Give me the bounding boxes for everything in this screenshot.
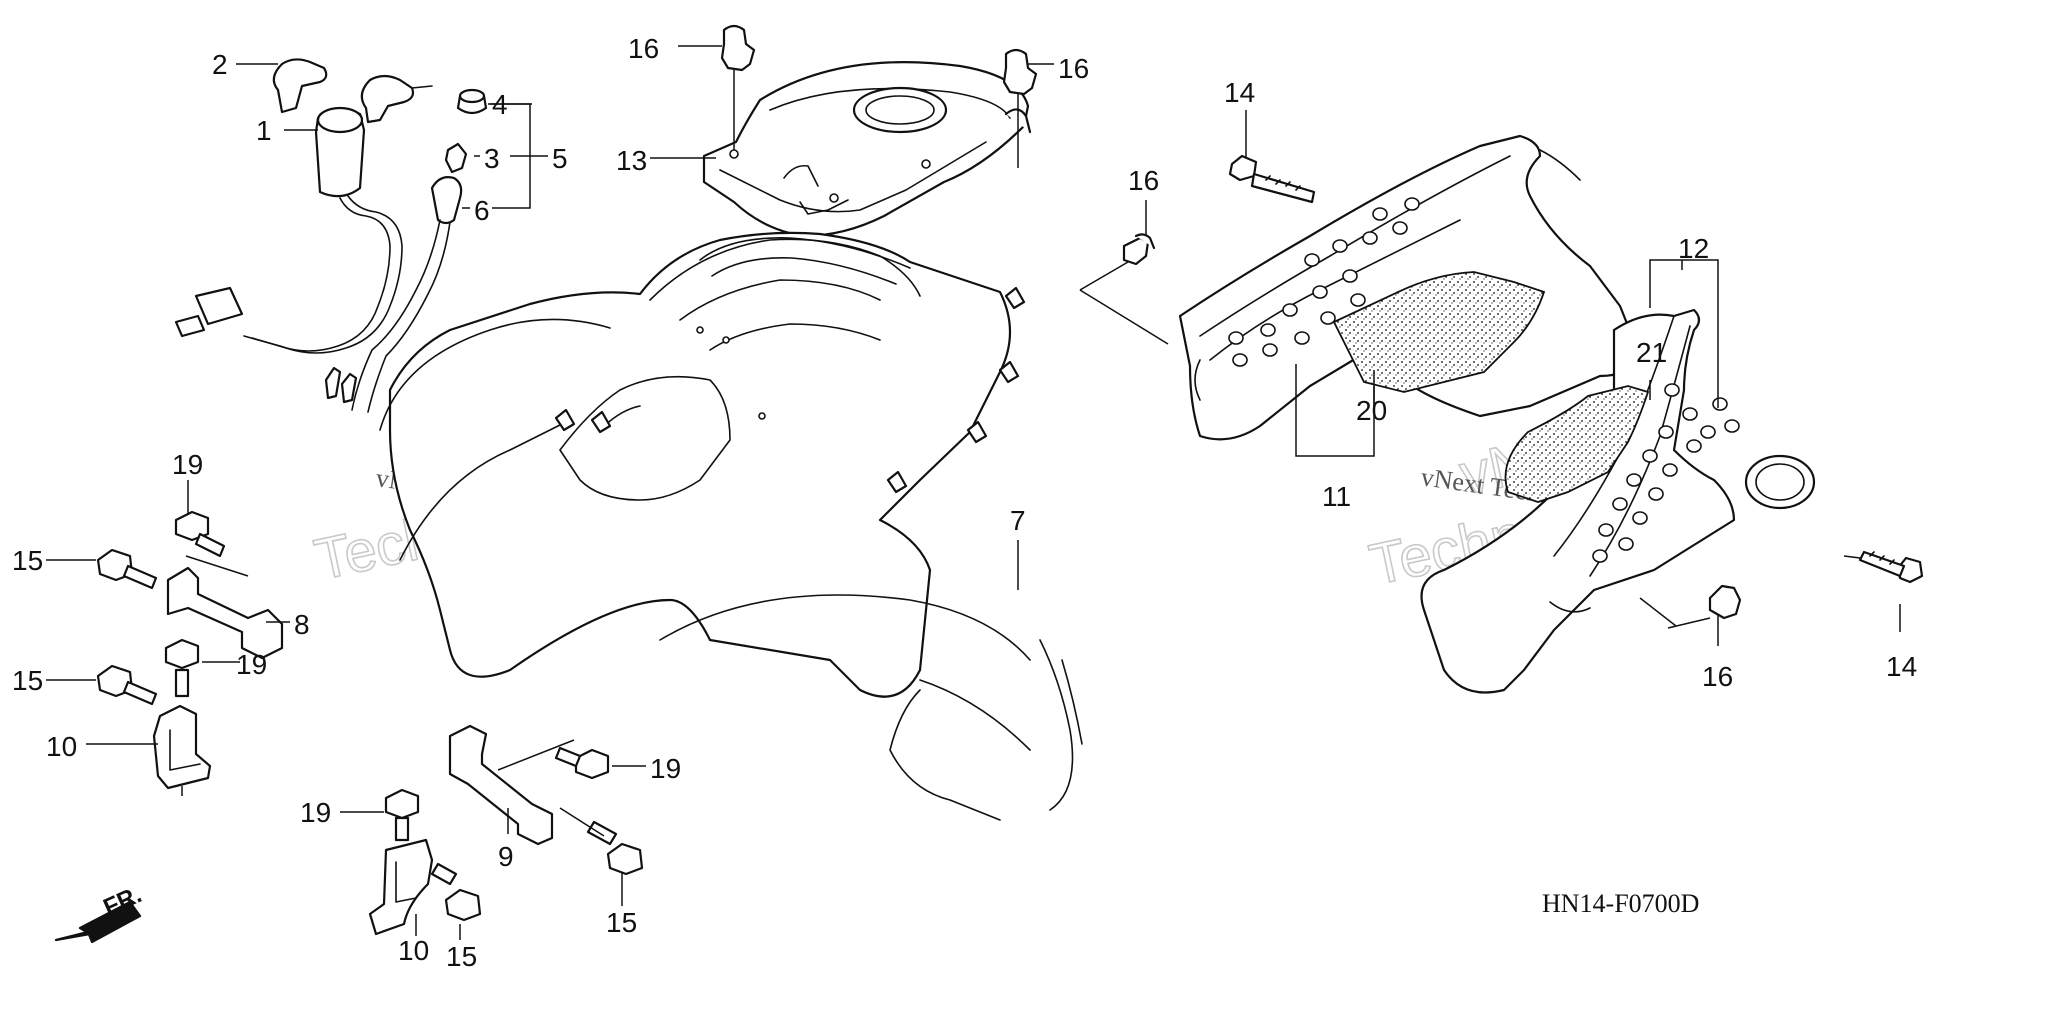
- callout-21: 21: [1636, 337, 1667, 368]
- left-panel-holes: [1228, 197, 1420, 367]
- top-panel-part-13: [702, 61, 1030, 238]
- bracket-part-10-bottom: [368, 838, 434, 936]
- left-side-panel-part-11: [1178, 134, 1642, 441]
- callout-8: 8: [294, 609, 310, 640]
- callout-7: 7: [1010, 505, 1026, 536]
- leader-lines: [46, 45, 1901, 940]
- bolt-15-a: [96, 548, 158, 590]
- front-fender-part-7: [379, 231, 1083, 821]
- callout-13: 13: [616, 145, 647, 176]
- callout-12: 12: [1678, 233, 1709, 264]
- bracket-part-10-left: [152, 704, 212, 790]
- bracket-part-9: [448, 724, 605, 846]
- bracket-part-8: [166, 555, 284, 660]
- callout-10-bottom: 10: [398, 935, 429, 966]
- callout-4: 4: [492, 89, 508, 120]
- callout-19-b: 19: [236, 649, 267, 680]
- callout-11: 11: [1322, 481, 1351, 512]
- right-panel-holes: [1592, 383, 1740, 563]
- callout-14-top: 14: [1224, 77, 1255, 108]
- callout-5: 5: [552, 143, 568, 174]
- bolt-15-d: [586, 820, 644, 876]
- clip-16-mid: [1079, 233, 1169, 345]
- ignition-switch-part-1: [174, 106, 403, 354]
- callout-19-d: 19: [650, 753, 681, 784]
- light-bulb-socket-parts: [324, 88, 488, 413]
- clip-16-top-right: [1002, 48, 1038, 168]
- callout-16-top-left: 16: [628, 33, 659, 64]
- callout-15-a: 15: [12, 545, 43, 576]
- bolt-15-c: [430, 862, 482, 922]
- callout-16-mid: 16: [1128, 165, 1159, 196]
- bolt-19-a: [174, 510, 226, 558]
- right-side-panel-part-12: [1420, 308, 1816, 694]
- callout-labels: 2 1 4 3 5 6 16 16 13 14 16 12 21 20 11 7…: [12, 33, 1917, 972]
- clip-16-top-left: [720, 24, 756, 150]
- bolt-14-right: [1843, 550, 1924, 584]
- callout-10-left: 10: [46, 731, 77, 762]
- bolt-19-b: [164, 638, 200, 698]
- bolt-19-c: [384, 788, 420, 842]
- callout-2: 2: [212, 49, 228, 80]
- callout-16-bottom: 16: [1702, 661, 1733, 692]
- callout-6: 6: [474, 195, 490, 226]
- bolt-15-b: [96, 664, 158, 706]
- callout-15-c: 15: [446, 941, 477, 972]
- callout-20: 20: [1356, 395, 1387, 426]
- diagram-code: HN14-F0700D: [1542, 889, 1699, 918]
- callout-19-c: 19: [300, 797, 331, 828]
- callout-15-d: 15: [606, 907, 637, 938]
- key-part-2: [272, 58, 433, 124]
- bolt-14-top: [1228, 154, 1316, 204]
- callout-15-b: 15: [12, 665, 43, 696]
- clip-16-bottom: [1639, 584, 1742, 629]
- callout-14-right: 14: [1886, 651, 1917, 682]
- callout-1: 1: [256, 115, 272, 146]
- callout-16-top-right: 16: [1058, 53, 1089, 84]
- callout-3: 3: [484, 143, 500, 174]
- bolt-19-d: [554, 746, 610, 780]
- front-direction-arrow: FR.: [54, 881, 146, 944]
- callout-9: 9: [498, 841, 514, 872]
- callout-19-a: 19: [172, 449, 203, 480]
